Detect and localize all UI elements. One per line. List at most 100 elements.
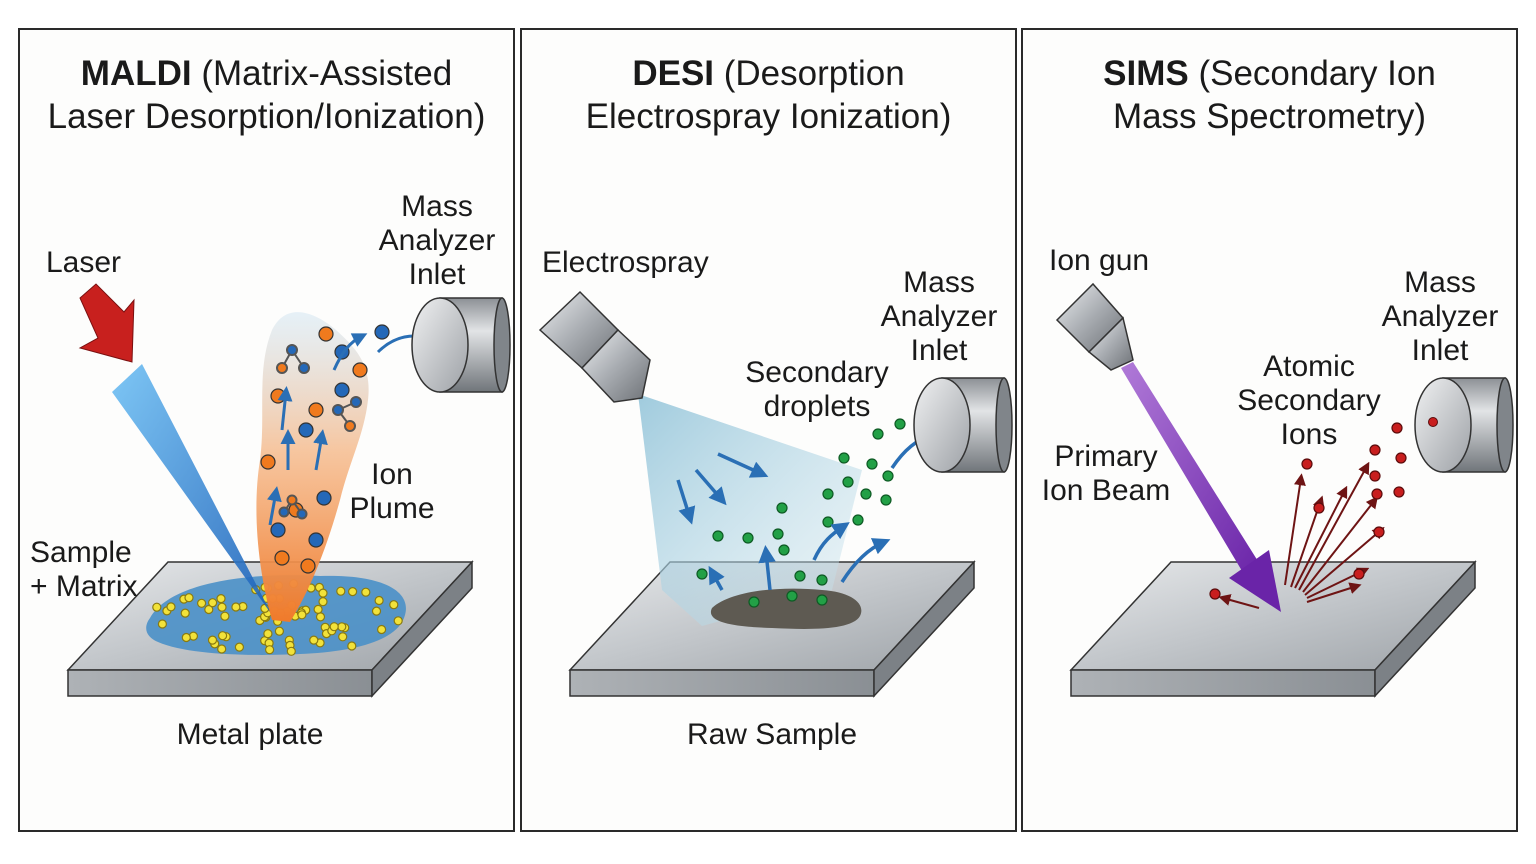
secondary-ion (1391, 422, 1403, 434)
matrix-dot (207, 635, 218, 645)
mass-analyzer-label: Mass Analyzer Inlet (1375, 266, 1505, 368)
droplet (748, 596, 760, 608)
mass-label-line1: Mass (1404, 266, 1476, 299)
droplet (822, 516, 834, 528)
ion-particle (316, 490, 332, 506)
matrix-dot (371, 606, 382, 616)
droplet (772, 528, 784, 540)
mass-label-line1: Mass (903, 266, 975, 299)
mass-label-line1: Mass (401, 190, 473, 223)
matrix-dot (315, 612, 326, 622)
matrix-dot (208, 598, 218, 608)
molecule-icon (332, 396, 362, 432)
mass-label-line3: Inlet (910, 334, 968, 367)
ion-particle (270, 522, 286, 538)
droplet (712, 530, 724, 542)
electrospray-label: Electrospray (542, 246, 709, 279)
primary-ion-beam-label: Primary Ion Beam (1031, 440, 1181, 508)
droplet (742, 532, 754, 544)
matrix-dot (336, 586, 346, 596)
matrix-dot (313, 604, 323, 615)
ion-particle (352, 362, 368, 378)
droplet (776, 502, 788, 514)
secondary-ions (1209, 422, 1407, 600)
ion-particle (374, 324, 390, 340)
droplet (882, 470, 894, 482)
ion-particle (260, 454, 276, 470)
droplet (816, 574, 828, 586)
green-droplets (696, 418, 906, 608)
droplet (838, 452, 850, 464)
sims-panel: SIMS (Secondary Ion Mass Spectrometry) (1021, 28, 1518, 832)
droplets-label-line2: droplets (763, 390, 871, 423)
matrix-dot (329, 622, 339, 632)
secondary-ion-arrows (1218, 461, 1385, 609)
ions-label-line3: Ions (1280, 418, 1338, 451)
plume-label-line1: Ion (371, 458, 413, 491)
sample-label-line1: Sample (30, 536, 132, 569)
beam-label-line1: Primary (1054, 440, 1158, 473)
secondary-ion (1393, 486, 1405, 498)
secondary-ion (1313, 502, 1325, 514)
droplet (894, 418, 906, 430)
sims-title-line2: Mass Spectrometry) (1112, 97, 1427, 136)
maldi-title-line2: Laser Desorption/Ionization) (47, 97, 486, 136)
matrix-dot (181, 632, 191, 643)
secondary-ion (1369, 470, 1381, 482)
mass-analyzer-label: Mass Analyzer Inlet (874, 266, 1004, 368)
ion-particle (298, 422, 314, 438)
matrix-dot (204, 604, 214, 615)
droplet (852, 514, 864, 526)
ion-gun-label: Ion gun (1049, 244, 1150, 277)
mass-label-line3: Inlet (1411, 334, 1469, 367)
desi-panel: DESI (Desorption Electrospray Ionization… (520, 28, 1017, 832)
desi-title-line2: Electrospray Ionization) (585, 97, 952, 136)
matrix-dot (218, 631, 228, 641)
droplet (822, 488, 834, 500)
sims-title: SIMS (Secondary Ion Mass Spectrometry) (1023, 52, 1516, 138)
ion-particle (270, 388, 286, 404)
ion-particle (274, 550, 290, 566)
ion-particle (318, 326, 334, 342)
droplet (872, 428, 884, 440)
mass-analyzer-inlet-icon (411, 297, 511, 393)
maldi-panel: MALDI (Matrix-Assisted Laser Desorption/… (18, 28, 515, 832)
mass-label-line3: Inlet (408, 258, 466, 291)
mass-analyzer-inlet-icon (913, 377, 1013, 473)
matrix-dot (337, 622, 347, 632)
secondary-ion (1209, 588, 1221, 600)
matrix-dot (216, 593, 226, 604)
atomic-secondary-ions-label: Atomic Secondary Ions (1223, 350, 1395, 452)
droplet (696, 568, 708, 580)
droplet (816, 594, 828, 606)
matrix-dot (217, 644, 227, 654)
matrix-dot (347, 641, 357, 651)
matrix-dot (180, 608, 190, 618)
metal-plate (1069, 560, 1477, 698)
mass-label-line2: Analyzer (1381, 300, 1499, 333)
droplet (778, 544, 790, 556)
matrix-dot (374, 595, 384, 606)
droplet (794, 570, 806, 582)
droplets-label-line1: Secondary (745, 356, 889, 389)
electrospray-nozzle-icon (538, 290, 651, 403)
matrix-dot (231, 602, 241, 612)
secondary-ion (1369, 444, 1381, 456)
secondary-ion (1373, 526, 1385, 538)
matrix-dot (393, 616, 403, 626)
matrix-dot (152, 602, 162, 612)
maldi-acronym: MALDI (80, 54, 192, 93)
matrix-dot (377, 624, 387, 635)
matrix-dot (286, 646, 296, 656)
droplet (866, 458, 878, 470)
matrix-dot (318, 597, 328, 607)
laser-beam (112, 364, 272, 615)
matrix-dot (265, 645, 275, 655)
beam-label-line2: Ion Beam (1041, 474, 1171, 507)
droplet (860, 488, 872, 500)
sample-matrix-label: Sample + Matrix (30, 536, 138, 604)
mass-label-line2: Analyzer (880, 300, 998, 333)
ion-particle (308, 402, 324, 418)
sims-illustration (1055, 282, 1514, 698)
desi-illustration (538, 290, 1013, 698)
